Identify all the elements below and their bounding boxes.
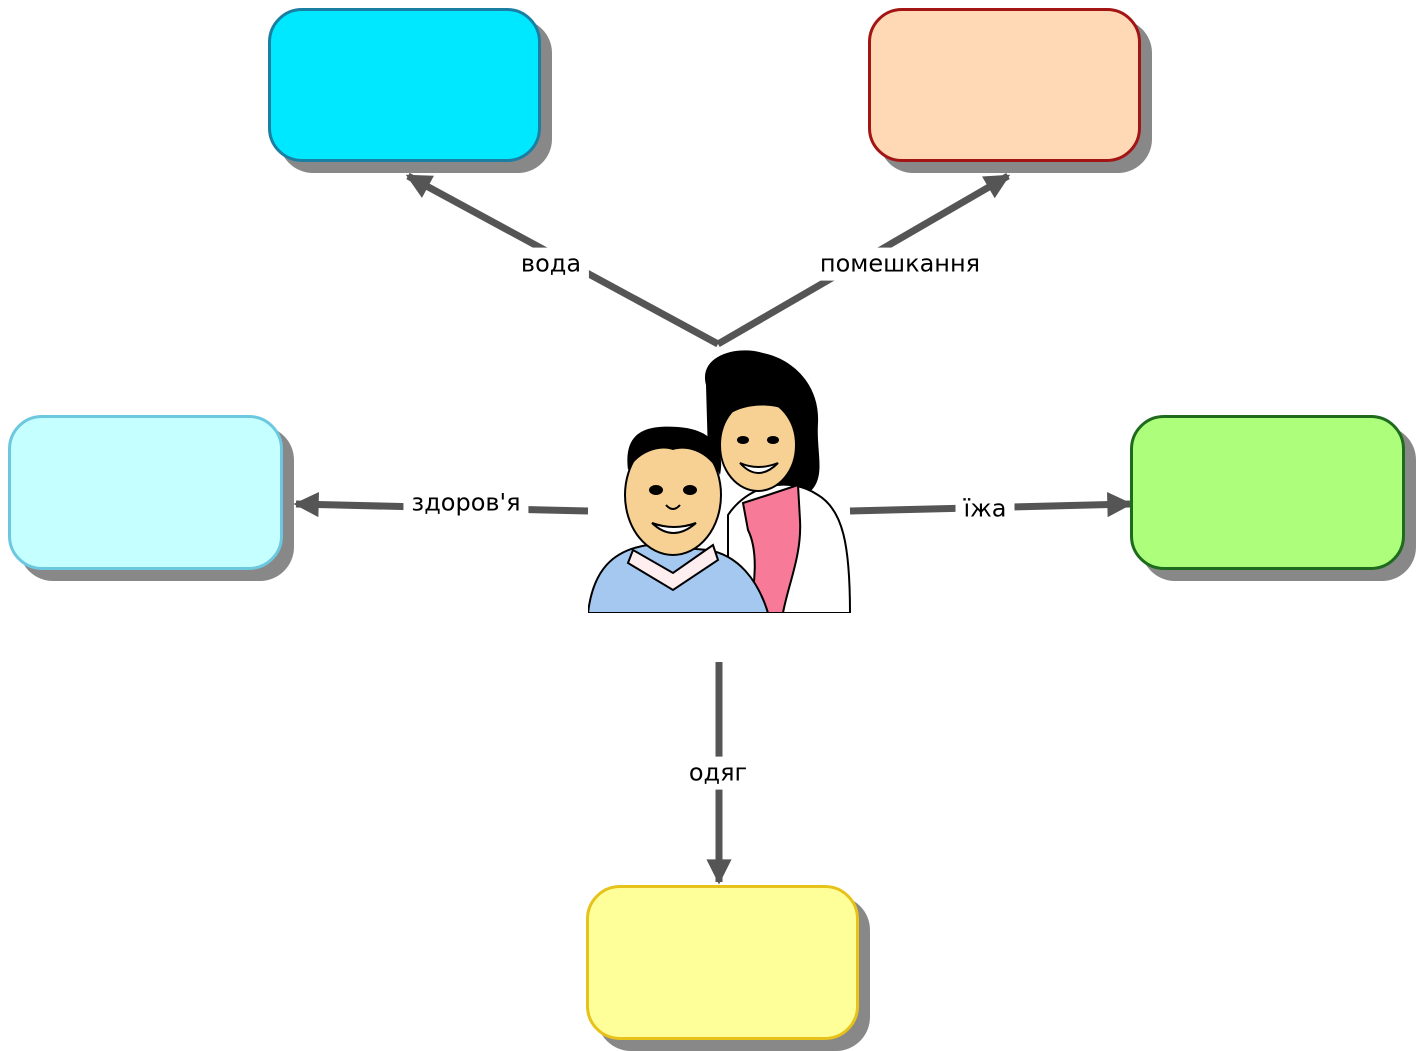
health-box[interactable]: [8, 415, 283, 570]
water-box[interactable]: [268, 8, 541, 162]
edge-label-food: їжа: [955, 492, 1015, 526]
edge-label-housing: помешкання: [811, 247, 989, 281]
edge-label-health: здоров'я: [403, 486, 529, 520]
children-illustration-icon: [586, 345, 852, 614]
clothing-box[interactable]: [586, 885, 859, 1040]
edge-label-clothing: одяг: [680, 756, 756, 790]
food-box[interactable]: [1130, 415, 1405, 570]
housing-box[interactable]: [868, 8, 1141, 162]
edge-label-water: вода: [512, 247, 590, 281]
